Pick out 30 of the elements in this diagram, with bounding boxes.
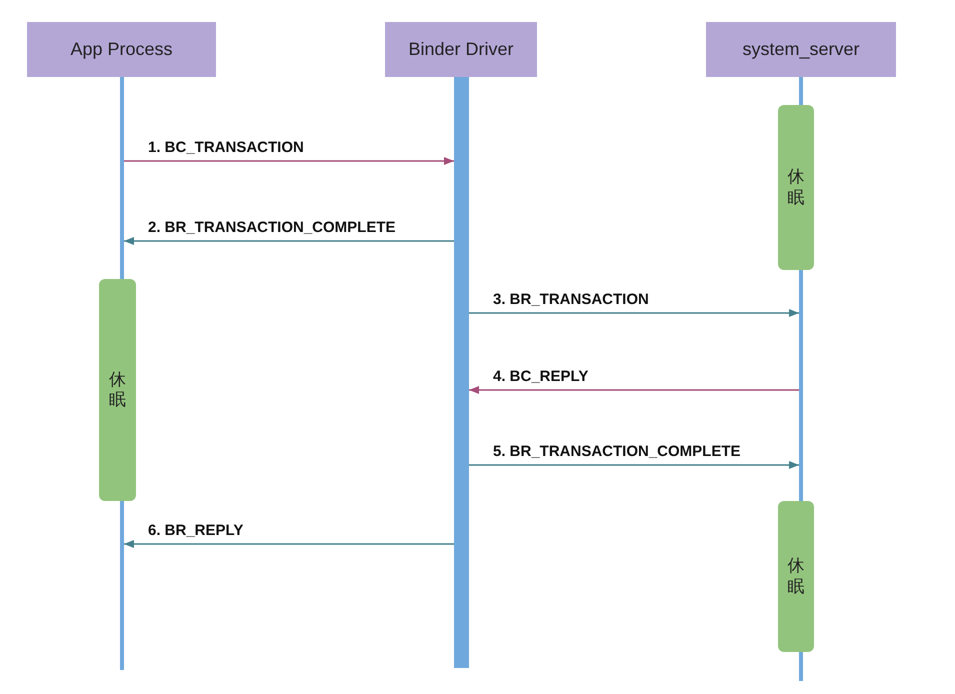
participant-name: App Process bbox=[70, 39, 173, 60]
sleep-label: 休眠 bbox=[788, 556, 804, 597]
sleep-activation-bar bbox=[778, 105, 814, 270]
lifeline-bar bbox=[799, 652, 803, 681]
sleep-activation-bar bbox=[99, 279, 136, 501]
sleep-label: 休眠 bbox=[788, 167, 804, 208]
message-arrow bbox=[469, 461, 799, 469]
lifeline-bar bbox=[799, 270, 803, 501]
lifeline-bar bbox=[454, 77, 469, 668]
message-arrow bbox=[124, 540, 454, 548]
participant-box bbox=[385, 22, 537, 77]
edge-label: 4. BC_REPLY bbox=[493, 369, 588, 384]
edge-label: 5. BR_TRANSACTION_COMPLETE bbox=[493, 444, 741, 459]
message-arrow bbox=[469, 309, 799, 317]
participant-name: system_server bbox=[742, 39, 860, 60]
sleep-label: 休眠 bbox=[109, 370, 126, 410]
edge-label: 3. BR_TRANSACTION bbox=[493, 292, 649, 307]
lifeline-bar bbox=[120, 501, 124, 670]
message-arrow bbox=[469, 386, 799, 394]
participant-box bbox=[27, 22, 216, 77]
sleep-activation-bar bbox=[778, 501, 814, 652]
message-arrow bbox=[124, 237, 454, 245]
edge-label: 6. BR_REPLY bbox=[148, 523, 244, 538]
message-arrow bbox=[124, 157, 454, 165]
lifeline-bar bbox=[799, 77, 803, 105]
lifeline-bar bbox=[120, 77, 124, 279]
edge-label: 2. BR_TRANSACTION_COMPLETE bbox=[148, 220, 396, 235]
edge-label: 1. BC_TRANSACTION bbox=[148, 140, 304, 155]
participant-name: Binder Driver bbox=[408, 39, 514, 60]
participant-box bbox=[706, 22, 896, 77]
